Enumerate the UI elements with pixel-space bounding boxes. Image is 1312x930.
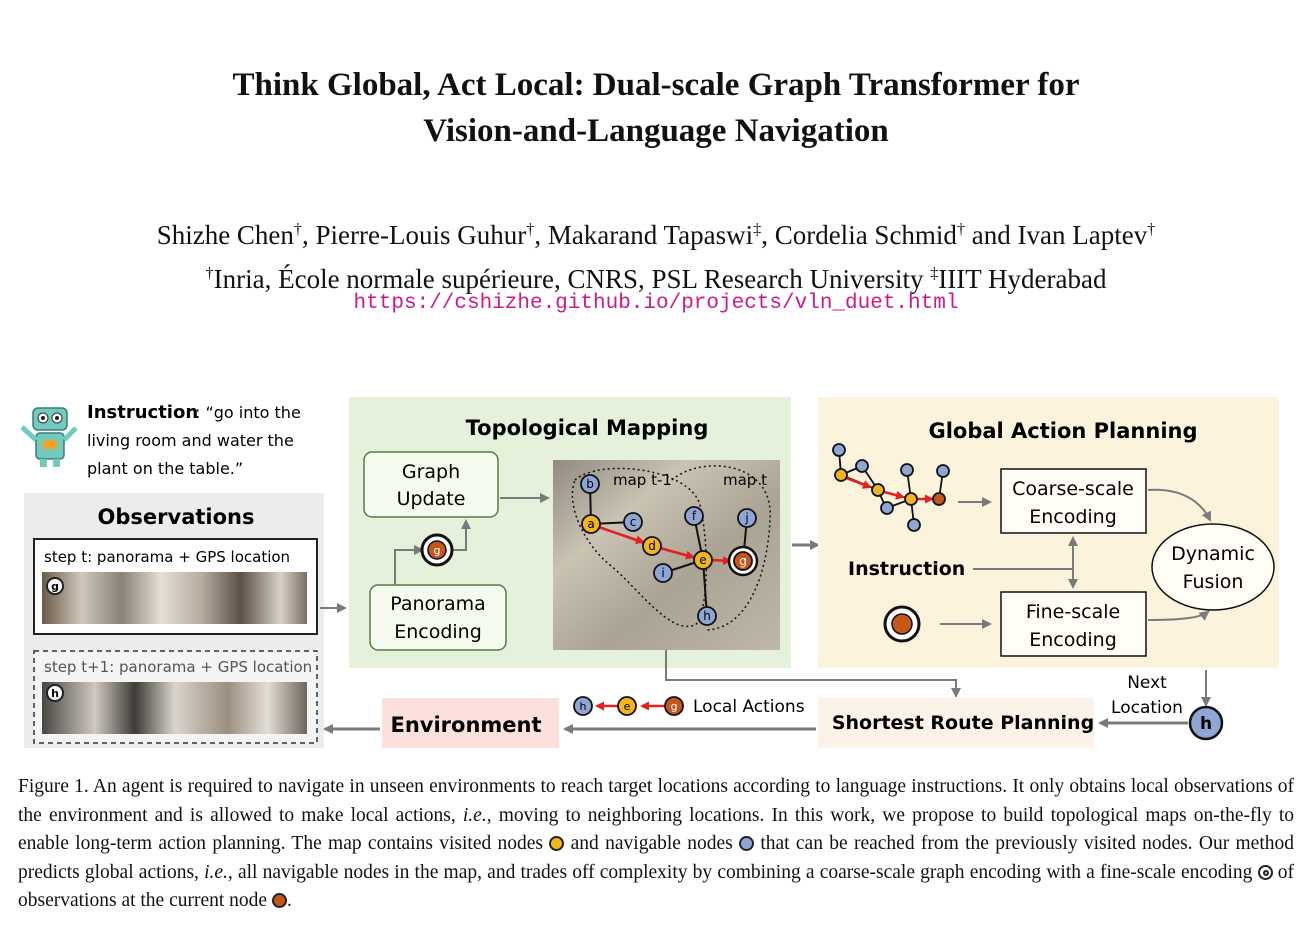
author-list: Shizhe Chen†, Pierre-Louis Guhur†, Makar… bbox=[0, 210, 1312, 254]
instruction-label: Instruction bbox=[87, 402, 198, 423]
figure-diagram: Instruction : “go into the living room a… bbox=[0, 380, 1312, 765]
dynamic-fusion-node bbox=[1152, 524, 1274, 610]
fine-scale-encoding-icon bbox=[1258, 865, 1273, 880]
svg-text:Shortest Route Planning: Shortest Route Planning bbox=[832, 712, 1094, 734]
svg-text:g: g bbox=[51, 580, 59, 593]
instruction-line-2: living room and water the bbox=[87, 431, 294, 450]
svg-text:h: h bbox=[703, 609, 711, 623]
panorama-step-t1 bbox=[42, 682, 307, 734]
svg-text:h: h bbox=[1200, 714, 1212, 734]
author: Ivan Laptev bbox=[1018, 220, 1148, 250]
svg-text:Graph: Graph bbox=[402, 461, 460, 483]
topological-mapping-title: Topological Mapping bbox=[466, 416, 709, 440]
svg-text:Encoding: Encoding bbox=[1029, 629, 1117, 651]
svg-text:Environment: Environment bbox=[390, 713, 541, 737]
svg-text:Fusion: Fusion bbox=[1183, 571, 1244, 593]
map-t-minus-1-label: map t-1 bbox=[613, 471, 672, 489]
svg-text:g: g bbox=[739, 554, 747, 568]
svg-text:h: h bbox=[580, 700, 587, 713]
svg-text:j: j bbox=[744, 511, 748, 525]
local-actions-chain: h e g bbox=[574, 697, 683, 715]
local-actions-label: Local Actions bbox=[693, 697, 805, 717]
paper-title: Think Global, Act Local: Dual-scale Grap… bbox=[0, 62, 1312, 154]
step-t-label: step t: panorama + GPS location bbox=[44, 548, 290, 566]
instruction-text: : “go into the bbox=[195, 403, 301, 422]
svg-text:Update: Update bbox=[397, 488, 466, 510]
svg-text:d: d bbox=[648, 539, 656, 553]
affiliation-1: Inria, École normale supérieure, CNRS, P… bbox=[214, 264, 924, 294]
visited-node-icon bbox=[549, 836, 564, 851]
global-action-planning-title: Global Action Planning bbox=[928, 419, 1197, 443]
svg-text:i: i bbox=[661, 566, 664, 580]
svg-text:Fine-scale: Fine-scale bbox=[1026, 601, 1120, 623]
instruction-line-3: plant on the table.” bbox=[87, 459, 243, 478]
title-line-1: Think Global, Act Local: Dual-scale Grap… bbox=[0, 62, 1312, 108]
affiliation-2: IIIT Hyderabad bbox=[938, 264, 1106, 294]
robot-icon bbox=[22, 408, 76, 467]
svg-text:Dynamic: Dynamic bbox=[1171, 543, 1255, 565]
next-location-label-2: Location bbox=[1111, 698, 1183, 718]
map-t-label: map t bbox=[723, 471, 767, 489]
author: Makarand Tapaswi bbox=[548, 220, 753, 250]
svg-text:g: g bbox=[434, 544, 441, 557]
svg-text:Panorama: Panorama bbox=[390, 593, 486, 615]
svg-text:Coarse-scale: Coarse-scale bbox=[1012, 478, 1134, 500]
svg-text:b: b bbox=[586, 477, 594, 491]
figure-1: Instruction : “go into the living room a… bbox=[0, 380, 1312, 765]
step-t1-label: step t+1: panorama + GPS location bbox=[44, 658, 312, 676]
author-block: Shizhe Chen†, Pierre-Louis Guhur†, Makar… bbox=[0, 210, 1312, 298]
svg-text:e: e bbox=[699, 553, 706, 567]
svg-text:c: c bbox=[630, 515, 637, 529]
svg-text:h: h bbox=[51, 687, 59, 700]
project-url[interactable]: https://cshizhe.github.io/projects/vln_d… bbox=[0, 292, 1312, 315]
author: Pierre-Louis Guhur bbox=[316, 220, 527, 250]
svg-text:Encoding: Encoding bbox=[1029, 506, 1117, 528]
next-location-label-1: Next bbox=[1127, 673, 1167, 693]
navigable-node-icon bbox=[739, 836, 754, 851]
observations-title: Observations bbox=[98, 505, 255, 529]
author: Shizhe Chen bbox=[157, 220, 294, 250]
author: Cordelia Schmid bbox=[775, 220, 957, 250]
svg-text:e: e bbox=[624, 700, 631, 713]
svg-text:Encoding: Encoding bbox=[394, 621, 482, 643]
svg-text:g: g bbox=[671, 700, 678, 713]
current-node-icon bbox=[272, 893, 287, 908]
panorama-step-t bbox=[42, 572, 307, 624]
svg-text:a: a bbox=[587, 517, 594, 531]
figure-caption: Figure 1. An agent is required to naviga… bbox=[18, 773, 1294, 916]
instruction-node-label: Instruction bbox=[848, 558, 965, 580]
title-line-2: Vision-and-Language Navigation bbox=[0, 108, 1312, 154]
